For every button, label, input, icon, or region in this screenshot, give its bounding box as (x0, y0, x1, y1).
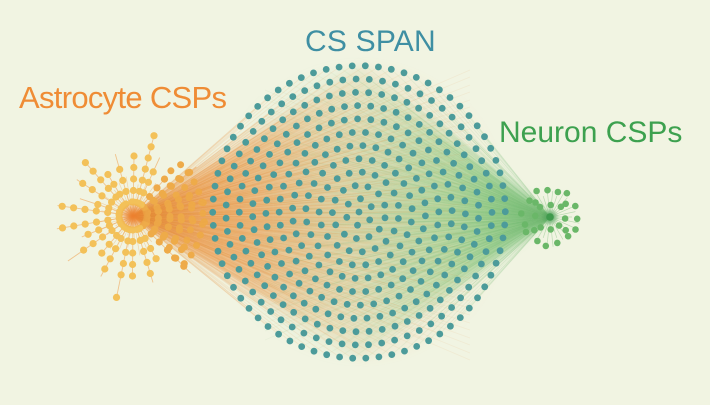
svg-text:Neuron CSPs: Neuron CSPs (499, 116, 682, 149)
svg-text:Astrocyte CSPs: Astrocyte CSPs (19, 80, 226, 115)
svg-text:CS SPAN: CS SPAN (305, 25, 436, 58)
